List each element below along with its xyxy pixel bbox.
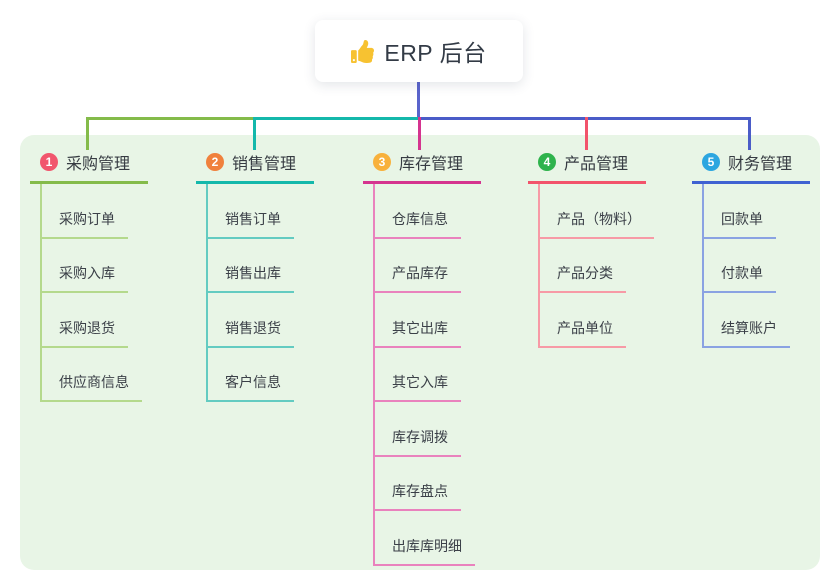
mindmap-item[interactable]: 产品分类 <box>540 239 626 293</box>
branch-badge: 1 <box>40 153 58 171</box>
branch-label: 库存管理 <box>399 156 464 173</box>
mindmap-item[interactable]: 付款单 <box>704 239 776 293</box>
branch-header[interactable]: 3 库存管理 <box>363 150 481 184</box>
root-node[interactable]: ERP 后台 <box>315 20 523 82</box>
mindmap-item[interactable]: 采购退货 <box>42 293 128 348</box>
branch-header[interactable]: 4 产品管理 <box>528 150 646 184</box>
branch-drop-3 <box>418 117 421 150</box>
branch-drop-4 <box>585 117 588 150</box>
mindmap-item[interactable]: 产品库存 <box>375 239 461 293</box>
mindmap-item[interactable]: 结算账户 <box>704 293 790 348</box>
branch-5: 5 财务管理 回款单付款单结算账户 <box>692 150 810 348</box>
branch-items: 仓库信息产品库存其它出库其它入库库存调拨库存盘点出库库明细 <box>373 184 475 566</box>
mindmap-item[interactable]: 销售订单 <box>208 184 294 239</box>
branch-label: 产品管理 <box>564 156 629 173</box>
branch-3: 3 库存管理 仓库信息产品库存其它出库其它入库库存调拨库存盘点出库库明细 <box>363 150 481 566</box>
branch-drop-2 <box>253 117 256 150</box>
branch-items: 销售订单销售出库销售退货客户信息 <box>206 184 294 402</box>
mindmap-item[interactable]: 库存调拨 <box>375 402 461 457</box>
branch-drop-1 <box>86 117 89 150</box>
mindmap-item[interactable]: 销售出库 <box>208 239 294 293</box>
mindmap-item[interactable]: 产品单位 <box>540 293 626 348</box>
root-title: ERP 后台 <box>384 40 487 66</box>
mindmap-item[interactable]: 产品（物料） <box>540 184 654 239</box>
branch-drop-5 <box>748 117 751 150</box>
thumbs-up-icon <box>351 39 375 63</box>
branch-header[interactable]: 1 采购管理 <box>30 150 148 184</box>
mindmap-item[interactable]: 客户信息 <box>208 348 294 402</box>
mindmap-item[interactable]: 供应商信息 <box>42 348 142 402</box>
mindmap-item[interactable]: 采购入库 <box>42 239 128 293</box>
branch-label: 采购管理 <box>66 156 131 173</box>
branch-header[interactable]: 2 销售管理 <box>196 150 314 184</box>
branch-label: 财务管理 <box>728 156 793 173</box>
branch-label: 销售管理 <box>232 156 297 173</box>
mindmap-item[interactable]: 出库库明细 <box>375 511 475 566</box>
mindmap-item[interactable]: 采购订单 <box>42 184 128 239</box>
branch-badge: 5 <box>702 153 720 171</box>
branch-1: 1 采购管理 采购订单采购入库采购退货供应商信息 <box>30 150 148 402</box>
mindmap-item[interactable]: 其它出库 <box>375 293 461 348</box>
branch-badge: 3 <box>373 153 391 171</box>
branch-badge: 4 <box>538 153 556 171</box>
branch-items: 产品（物料）产品分类产品单位 <box>538 184 654 348</box>
connector-segment-teal <box>253 117 420 120</box>
branch-header[interactable]: 5 财务管理 <box>692 150 810 184</box>
mindmap-item[interactable]: 仓库信息 <box>375 184 461 239</box>
branch-2: 2 销售管理 销售订单销售出库销售退货客户信息 <box>196 150 314 402</box>
mindmap-item[interactable]: 其它入库 <box>375 348 461 402</box>
branches-panel <box>20 135 820 570</box>
mindmap-item[interactable]: 库存盘点 <box>375 457 461 511</box>
branch-items: 采购订单采购入库采购退货供应商信息 <box>40 184 142 402</box>
branch-items: 回款单付款单结算账户 <box>702 184 790 348</box>
root-connector <box>417 82 420 118</box>
mindmap-item[interactable]: 回款单 <box>704 184 776 239</box>
mindmap-item[interactable]: 销售退货 <box>208 293 294 348</box>
connector-segment-green <box>86 117 255 120</box>
branch-4: 4 产品管理 产品（物料）产品分类产品单位 <box>528 150 654 348</box>
branch-badge: 2 <box>206 153 224 171</box>
